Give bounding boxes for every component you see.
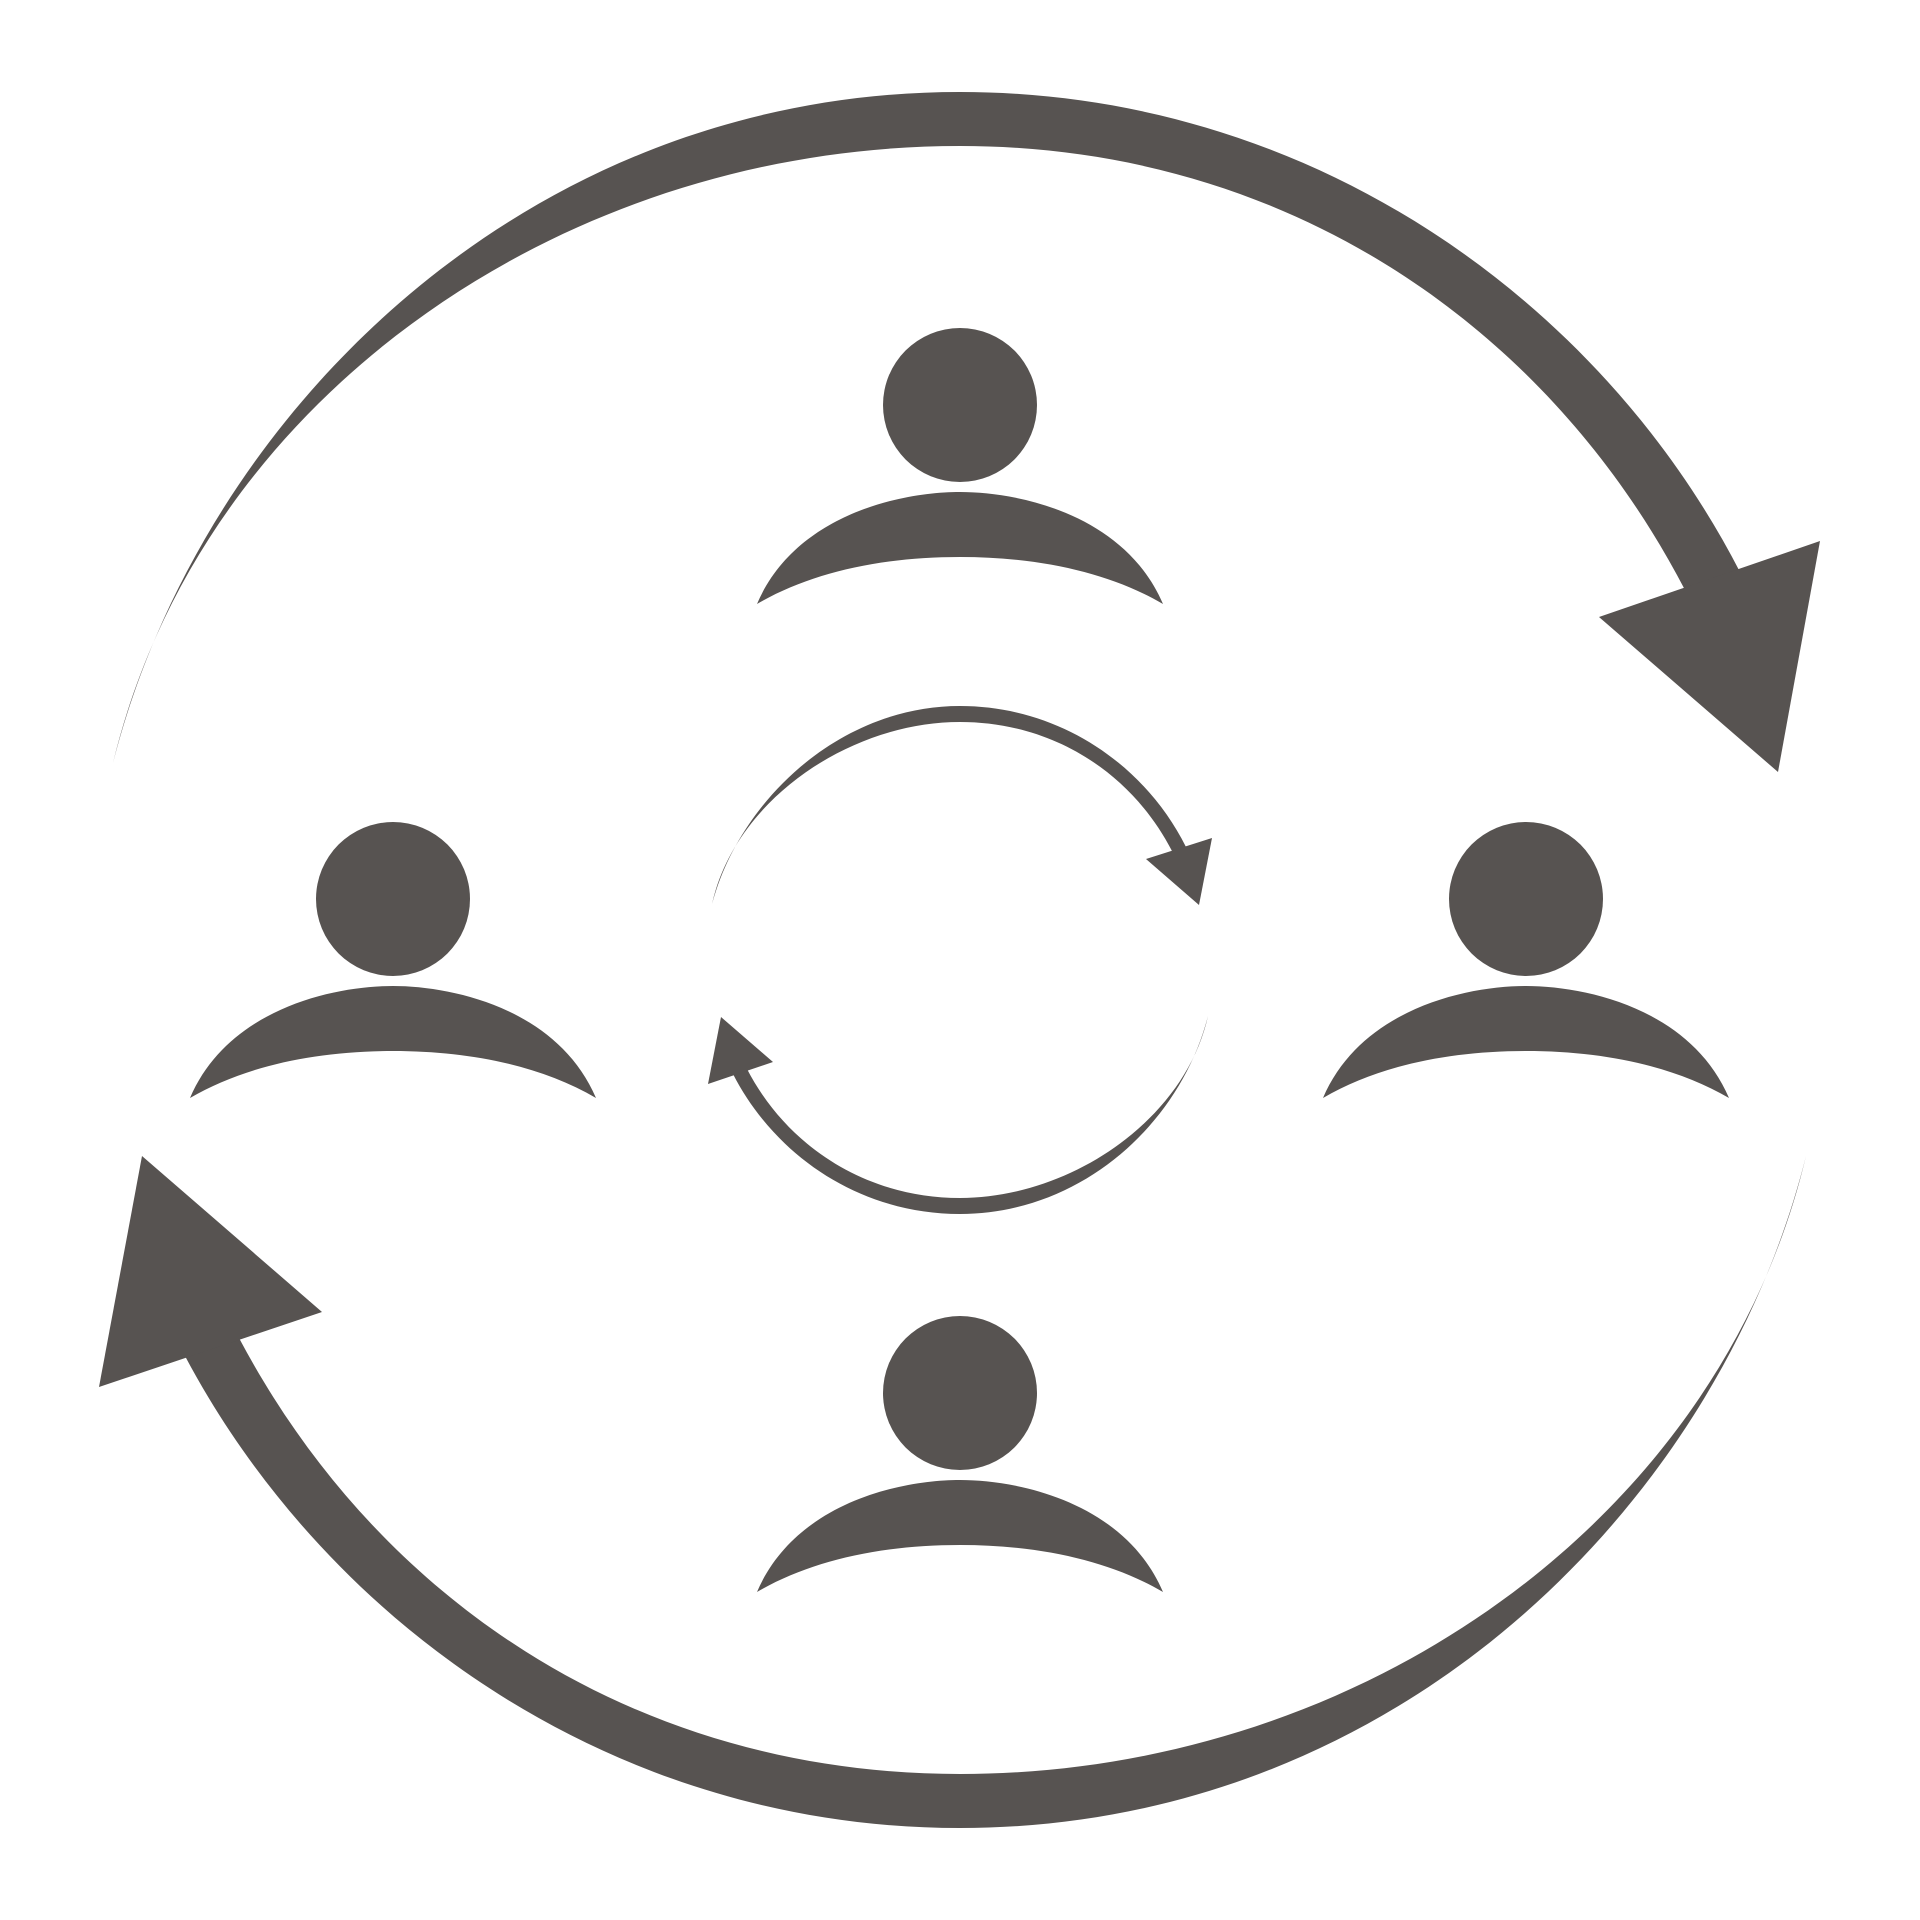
person-shoulders-icon bbox=[190, 986, 596, 1098]
inner-bottom-arc-arrow-icon bbox=[708, 1016, 1208, 1214]
person-head-icon bbox=[1449, 822, 1603, 976]
outer-top-arc-arrow-icon bbox=[113, 92, 1820, 772]
inner-bottom-arc-icon bbox=[733, 1016, 1208, 1214]
person-icon-left bbox=[190, 822, 596, 1098]
person-icon-right bbox=[1323, 822, 1729, 1098]
inner-top-arrowhead-icon bbox=[1146, 838, 1212, 905]
inner-top-arc-icon bbox=[712, 706, 1186, 904]
inner-bottom-arrowhead-icon bbox=[708, 1017, 773, 1084]
person-head-icon bbox=[883, 328, 1037, 482]
person-head-icon bbox=[316, 822, 470, 976]
outer-bottom-arc-arrow-icon bbox=[99, 1156, 1806, 1828]
outer-top-arrowhead-icon bbox=[1599, 541, 1820, 772]
inner-top-arc-arrow-icon bbox=[712, 706, 1212, 905]
person-head-icon bbox=[883, 1316, 1037, 1470]
person-shoulders-icon bbox=[1323, 986, 1729, 1098]
person-icon-bottom bbox=[757, 1316, 1163, 1592]
person-shoulders-icon bbox=[757, 492, 1163, 604]
person-icon-top bbox=[757, 328, 1163, 604]
person-shoulders-icon bbox=[757, 1480, 1163, 1592]
outer-bottom-arrowhead-icon bbox=[99, 1156, 322, 1387]
